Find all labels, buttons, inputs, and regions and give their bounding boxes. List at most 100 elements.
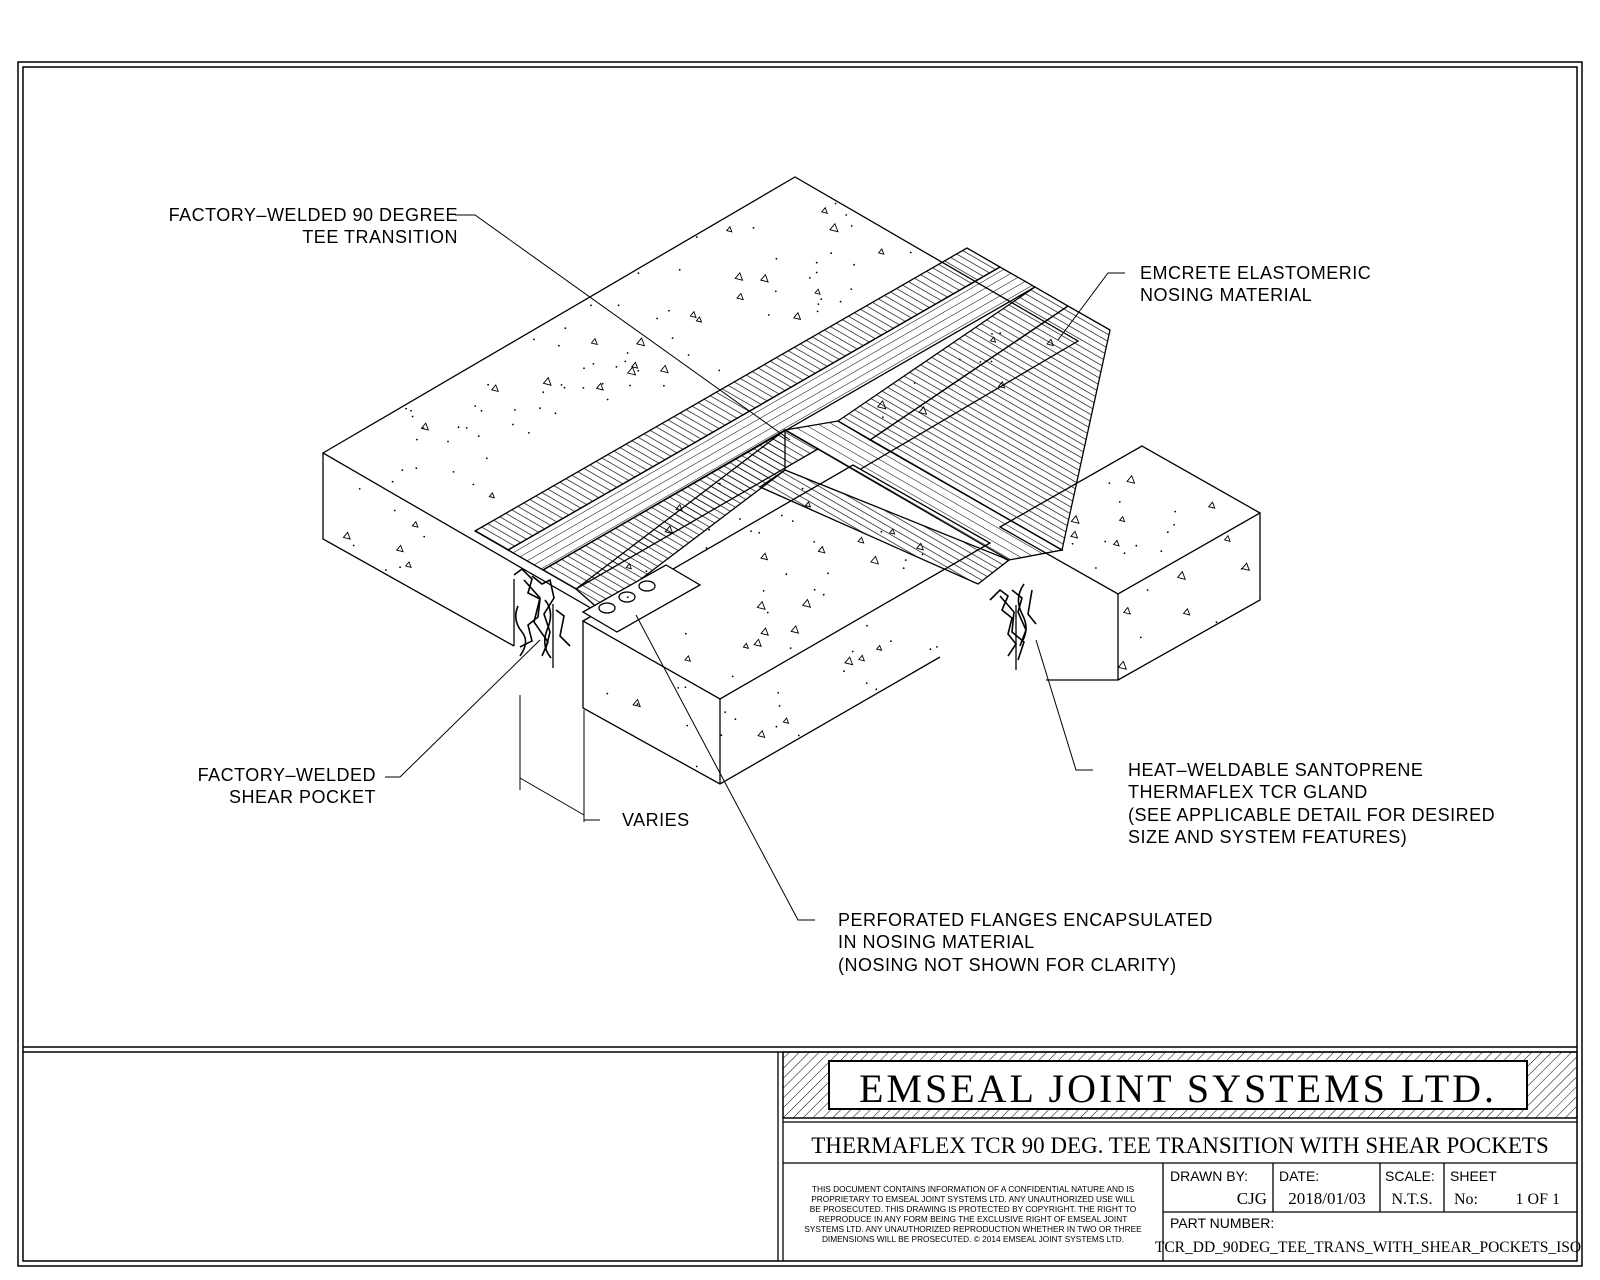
aggregate-dot — [752, 226, 755, 229]
callout-nosing-line1: EMCRETE ELASTOMERIC — [1140, 263, 1371, 283]
callout-shear-pocket-line2: SHEAR POCKET — [229, 787, 376, 807]
aggregate-dot — [663, 384, 665, 387]
aggregate-triangle — [792, 311, 802, 321]
aggregate-dot — [1146, 589, 1149, 591]
aggregate-dot — [447, 440, 449, 443]
aggregate-dot — [606, 398, 609, 401]
aggregate-dot — [626, 352, 629, 354]
aggregate-triangle — [1182, 607, 1191, 616]
sheet-no-label: No: — [1454, 1191, 1478, 1208]
aggregate-triangle — [395, 544, 404, 553]
aggregate-dot — [423, 535, 426, 538]
aggregate-dot — [592, 363, 595, 365]
aggregate-triangle — [1241, 562, 1251, 572]
aggregate-dot — [393, 509, 396, 512]
callout-flanges-line1: PERFORATED FLANGES ENCAPSULATED — [838, 910, 1213, 930]
leader-lines — [385, 214, 1125, 921]
aggregate-dot — [415, 467, 418, 470]
svg-text:SYSTEMS LTD. ANY UNAUTHORIZED: SYSTEMS LTD. ANY UNAUTHORIZED REPRODUCTI… — [804, 1224, 1142, 1234]
callout-gland-line2: THERMAFLEX TCR GLAND — [1128, 782, 1368, 802]
aggregate-dot — [358, 488, 361, 490]
aggregate-dot — [1160, 550, 1163, 553]
part-number-label: PART NUMBER: — [1170, 1215, 1274, 1231]
callout-texts: FACTORY–WELDED 90 DEGREE TEE TRANSITION … — [169, 205, 1495, 975]
concrete-aggregate-texture — [342, 202, 1251, 768]
aggregate-dot — [564, 327, 567, 330]
aggregate-triangle — [760, 552, 769, 561]
callout-gland-line1: HEAT–WELDABLE SANTOPRENE — [1128, 760, 1423, 780]
aggregate-triangle — [918, 405, 928, 415]
aggregate-dot — [830, 252, 833, 255]
aggregate-dot — [904, 559, 907, 561]
aggregate-dot — [734, 718, 737, 721]
aggregate-dot — [1135, 544, 1138, 547]
scale-value: N.T.S. — [1391, 1191, 1432, 1208]
aggregate-dot — [731, 675, 734, 678]
aggregate-dot — [686, 724, 689, 727]
aggregate-triangle — [844, 656, 854, 666]
aggregate-dot — [822, 593, 825, 596]
aggregate-triangle — [659, 364, 669, 374]
aggregate-dot — [853, 263, 855, 266]
aggregate-dot — [1173, 523, 1175, 526]
aggregate-dot — [718, 482, 721, 485]
aggregate-dot — [808, 277, 811, 279]
aggregate-triangle — [595, 382, 604, 391]
aggregate-triangle — [756, 600, 766, 610]
confidentiality-notice: THIS DOCUMENT CONTAINS INFORMATION OF A … — [804, 1184, 1142, 1244]
aggregate-dot — [785, 573, 788, 576]
aggregate-dot — [850, 288, 853, 290]
aggregate-dot — [615, 366, 618, 368]
aggregate-dot — [990, 360, 993, 363]
aggregate-triangle — [635, 337, 646, 347]
aggregate-triangle — [734, 272, 744, 281]
aggregate-dot — [624, 360, 627, 363]
svg-text:PROPRIETARY TO EMSEAL JOINT SY: PROPRIETARY TO EMSEAL JOINT SYSTEMS LTD.… — [811, 1194, 1135, 1204]
aggregate-dot — [399, 566, 401, 569]
aggregate-dot — [866, 624, 868, 627]
aggregate-dot — [629, 384, 631, 387]
aggregate-dot — [582, 387, 585, 389]
aggregate-triangle — [630, 361, 639, 369]
aggregate-dot — [487, 383, 489, 386]
aggregate-dot — [851, 650, 854, 653]
aggregate-triangle — [790, 624, 800, 634]
aggregate-dot — [767, 314, 770, 316]
aggregate-dot — [921, 553, 924, 556]
aggregate-dot — [979, 361, 982, 363]
aggregate-dot — [1108, 482, 1111, 484]
aggregate-dot — [590, 304, 592, 307]
aggregate-dot — [480, 409, 483, 412]
aggregate-dot — [845, 214, 848, 216]
aggregate-triangle — [801, 598, 812, 608]
aggregate-dot — [677, 687, 680, 689]
aggregate-dot — [560, 384, 563, 386]
aggregate-dot — [684, 686, 687, 689]
aggregate-dot — [820, 298, 823, 300]
aggregate-triangle — [888, 528, 896, 535]
aggregate-dot — [880, 530, 883, 533]
aggregate-dot — [708, 528, 711, 531]
isometric-joint-drawing — [321, 176, 1262, 785]
aggregate-dot — [636, 703, 639, 706]
aggregate-dot — [645, 570, 648, 572]
aggregate-triangle — [632, 698, 641, 708]
shear-pocket-left — [513, 567, 571, 659]
scale-label: SCALE: — [1385, 1168, 1435, 1184]
aggregate-dot — [352, 544, 355, 547]
aggregate-triangle — [411, 520, 419, 528]
aggregate-triangle — [742, 642, 750, 649]
aggregate-dot — [875, 688, 878, 691]
aggregate-dot — [999, 332, 1002, 335]
aggregate-dot — [909, 251, 912, 254]
aggregate-dot — [789, 647, 792, 649]
aggregate-dot — [890, 640, 892, 643]
aggregate-dot — [766, 611, 769, 614]
aggregate-triangle — [1070, 514, 1080, 524]
aggregate-dot — [958, 358, 961, 361]
aggregate-dot — [865, 682, 868, 684]
aggregate-dot — [827, 572, 829, 575]
callout-nosing-line2: NOSING MATERIAL — [1140, 285, 1312, 305]
aggregate-dot — [843, 670, 845, 673]
date-label: DATE: — [1279, 1168, 1319, 1184]
